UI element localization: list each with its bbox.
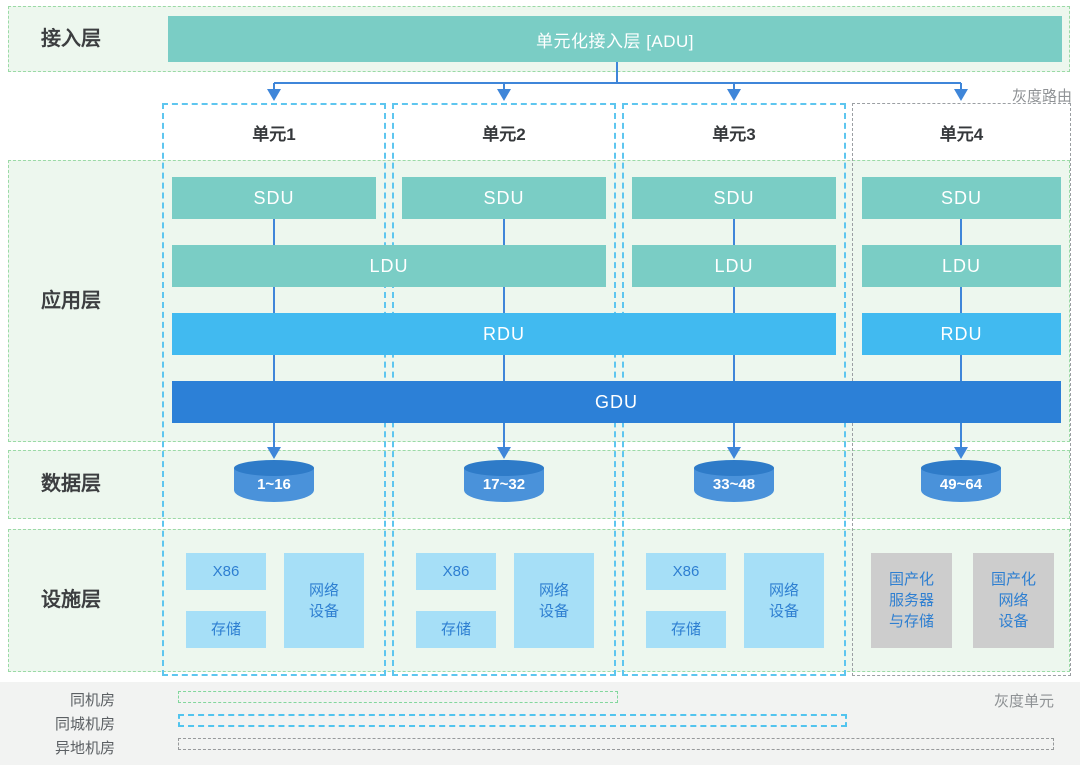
sdu-bar-unit-2: SDU (402, 177, 606, 219)
routing-arrowheads (267, 89, 968, 101)
rdu-bar-unit-4: RDU (862, 313, 1061, 355)
db-cylinder-unit-1: 1~16 (234, 460, 314, 502)
ldu-bar-unit-4: LDU (862, 245, 1061, 287)
db-shard-range: 17~32 (482, 476, 526, 493)
legend-strip: 同机房 同城机房 异地机房 灰度单元 (0, 682, 1080, 765)
facility-x86-unit-2: X86 (416, 553, 496, 590)
access-layer-label: 接入层 (41, 28, 101, 50)
rdu-bar-units-1-3: RDU (172, 313, 836, 355)
gdu-bar-all-units: GDU (172, 381, 1061, 423)
facility-layer-label: 设施层 (41, 589, 101, 611)
ldu-bar-unit-3: LDU (632, 245, 836, 287)
unit-3-title: 单元3 (712, 125, 756, 144)
unit-2-title: 单元2 (482, 125, 526, 144)
db-cylinder-unit-2: 17~32 (464, 460, 544, 502)
facility-domestic-network-unit-4: 国产化 网络 设备 (973, 553, 1054, 648)
facility-storage-unit-3: 存储 (646, 611, 726, 648)
db-cylinder-top (694, 460, 774, 476)
db-cylinder-top (234, 460, 314, 476)
ldu-bar-units-1-2: LDU (172, 245, 606, 287)
db-cylinder-unit-3: 33~48 (694, 460, 774, 502)
db-cylinder-top (921, 460, 1001, 476)
facility-network-unit-2: 网络 设备 (514, 553, 594, 648)
legend-label-same-datacenter: 同机房 (69, 692, 115, 709)
legend-label-remote: 异地机房 (54, 740, 115, 757)
legend-label-same-city: 同城机房 (54, 716, 115, 733)
facility-network-unit-3: 网络 设备 (744, 553, 824, 648)
facility-domestic-server-storage-unit-4: 国产化 服务器 与存储 (871, 553, 952, 648)
facility-x86-unit-3: X86 (646, 553, 726, 590)
sdu-bar-unit-4: SDU (862, 177, 1061, 219)
legend-box-same-city (178, 714, 847, 727)
db-cylinder-top (464, 460, 544, 476)
facility-storage-unit-2: 存储 (416, 611, 496, 648)
db-shard-range: 1~16 (257, 476, 291, 493)
legend-box-remote (178, 738, 1054, 750)
legend-box-same-datacenter (178, 691, 618, 703)
sdu-bar-unit-1: SDU (172, 177, 376, 219)
db-shard-range: 33~48 (712, 476, 756, 493)
application-layer-label: 应用层 (41, 290, 101, 312)
db-shard-range: 49~64 (939, 476, 983, 493)
sdu-bar-unit-3: SDU (632, 177, 836, 219)
legend-label-gray-unit: 灰度单元 (993, 693, 1054, 710)
arrowhead-unit-3 (727, 89, 741, 101)
gray-route-label: 灰度路由 (1011, 88, 1072, 105)
facility-network-unit-1: 网络 设备 (284, 553, 364, 648)
arrowhead-unit-4 (954, 89, 968, 101)
unit-1-title: 单元1 (252, 125, 296, 144)
adu-access-bar: 单元化接入层 [ADU] (168, 16, 1062, 62)
unit-4-title: 单元4 (939, 125, 984, 144)
db-cylinder-unit-4: 49~64 (921, 460, 1001, 502)
arrowhead-unit-2 (497, 89, 511, 101)
facility-storage-unit-1: 存储 (186, 611, 266, 648)
facility-x86-unit-1: X86 (186, 553, 266, 590)
arrowhead-unit-1 (267, 89, 281, 101)
data-layer-label: 数据层 (41, 473, 101, 495)
